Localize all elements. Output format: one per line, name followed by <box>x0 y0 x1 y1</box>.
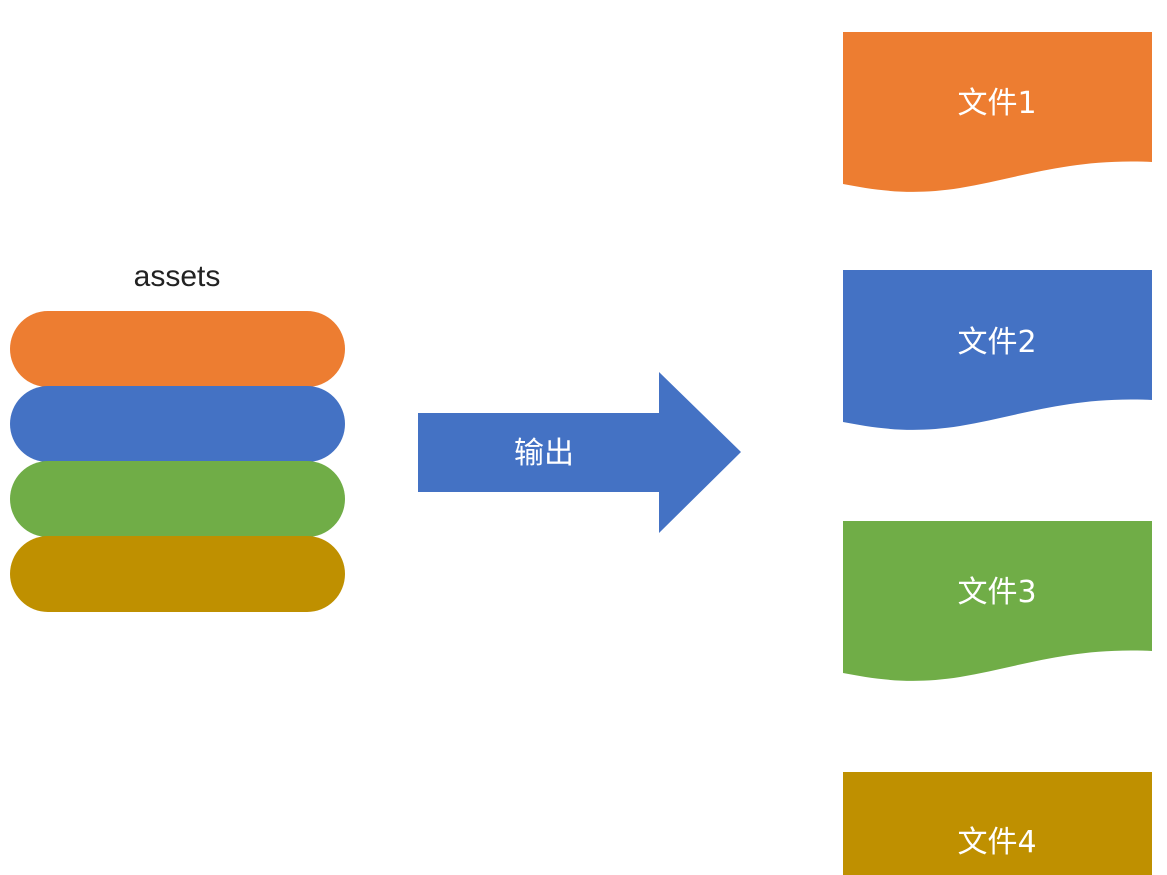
file-3-label: 文件3 <box>957 575 1036 610</box>
file-4: 文件4 <box>843 772 1152 875</box>
output-arrow: 输出 <box>418 372 741 533</box>
asset-stack <box>10 311 345 612</box>
arrow-shape <box>418 372 741 533</box>
file-4-label: 文件4 <box>957 825 1036 860</box>
stack-layer-1 <box>10 311 345 387</box>
stack-title: assets <box>134 260 221 293</box>
stack-layer-2 <box>10 386 345 462</box>
file-1: 文件1 <box>843 32 1152 192</box>
file-2-label: 文件2 <box>957 325 1036 360</box>
file-4-shape <box>843 772 1152 875</box>
file-2: 文件2 <box>843 270 1152 430</box>
stack-layer-4 <box>10 536 345 612</box>
stack-layer-3 <box>10 461 345 537</box>
file-1-label: 文件1 <box>957 86 1036 121</box>
file-1-shape <box>843 32 1152 192</box>
file-2-shape <box>843 270 1152 430</box>
file-3-shape <box>843 521 1152 681</box>
file-3: 文件3 <box>843 521 1152 681</box>
arrow-label: 输出 <box>514 436 574 471</box>
